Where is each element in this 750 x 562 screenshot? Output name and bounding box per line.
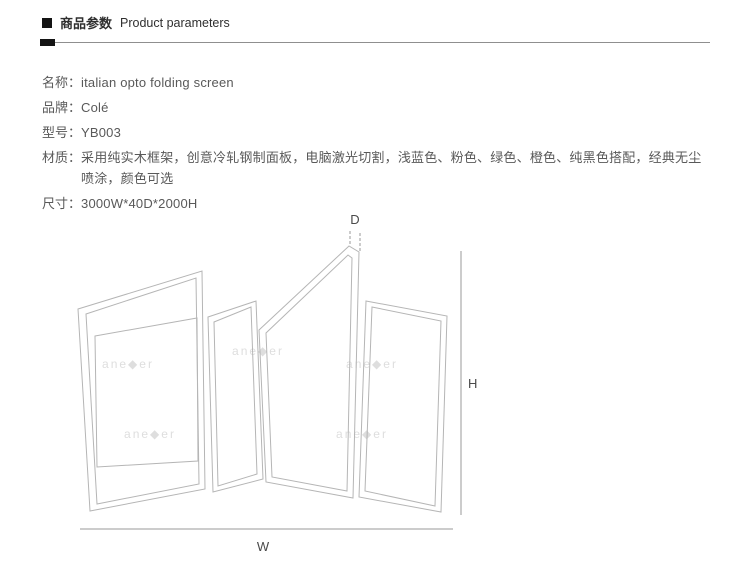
param-value: YB003 — [81, 125, 122, 140]
section-header: 商品参数 Product parameters — [0, 0, 750, 32]
param-value: 3000W*40D*2000H — [81, 196, 198, 211]
param-label: 材质： — [42, 150, 82, 165]
screen-panel-1 — [77, 270, 206, 512]
folding-screen-drawing: ane◆er ane◆er ane◆er ane◆er ane◆er — [77, 212, 477, 554]
product-parameters-list: 名称： italian opto folding screen 品牌： Colé… — [42, 72, 710, 214]
section-title-en: Product parameters — [120, 15, 230, 30]
param-value: italian opto folding screen — [81, 75, 234, 90]
panel-4-inner-frame — [364, 306, 442, 507]
header-divider-accent — [40, 39, 55, 46]
watermark-text: ane◆er — [232, 344, 284, 358]
param-label: 尺寸： — [42, 196, 82, 211]
param-label: 名称： — [42, 75, 82, 90]
dimension-depth: D — [349, 212, 361, 251]
panel-3-outer-frame — [258, 245, 360, 499]
panel-2-inner-frame — [213, 306, 258, 487]
panel-3-inner-frame — [265, 254, 353, 492]
screen-panel-4 — [358, 300, 448, 513]
param-row-size: 尺寸： 3000W*40D*2000H — [42, 193, 710, 214]
screen-panel-3 — [258, 245, 360, 499]
product-dimension-diagram: ane◆er ane◆er ane◆er ane◆er ane◆er — [0, 200, 750, 562]
dimension-width: W — [80, 528, 453, 554]
param-value: Colé — [81, 100, 109, 115]
param-row-model: 型号： YB003 — [42, 122, 710, 143]
panel-2-outer-frame — [207, 300, 264, 493]
param-row-name: 名称： italian opto folding screen — [42, 72, 710, 93]
header-divider — [40, 39, 710, 46]
screen-panel-2 — [207, 300, 264, 493]
panel-1-screen-face — [94, 317, 199, 468]
dimension-depth-label: D — [350, 212, 359, 227]
panel-4-outer-frame — [358, 300, 448, 513]
watermark-text: ane◆er — [336, 427, 388, 441]
watermark-text: ane◆er — [124, 427, 176, 441]
panel-1-outer-frame — [77, 270, 206, 512]
watermark-text: ane◆er — [102, 357, 154, 371]
param-row-brand: 品牌： Colé — [42, 97, 710, 118]
watermark-text: ane◆er — [346, 357, 398, 371]
param-label: 品牌： — [42, 100, 82, 115]
param-value: 采用纯实木框架，创意冷轧钢制面板，电脑激光切割，浅蓝色、粉色、绿色、橙色、纯黑色… — [81, 150, 702, 186]
param-row-material: 材质： 采用纯实木框架，创意冷轧钢制面板，电脑激光切割，浅蓝色、粉色、绿色、橙色… — [42, 147, 710, 189]
param-label: 型号： — [42, 125, 82, 140]
section-title-zh: 商品参数 — [60, 16, 113, 31]
dimension-width-label: W — [257, 539, 270, 554]
dimension-height: H — [460, 251, 477, 515]
section-marker-icon — [42, 17, 52, 28]
dimension-height-label: H — [468, 376, 477, 391]
panel-1-inner-frame — [85, 277, 200, 505]
